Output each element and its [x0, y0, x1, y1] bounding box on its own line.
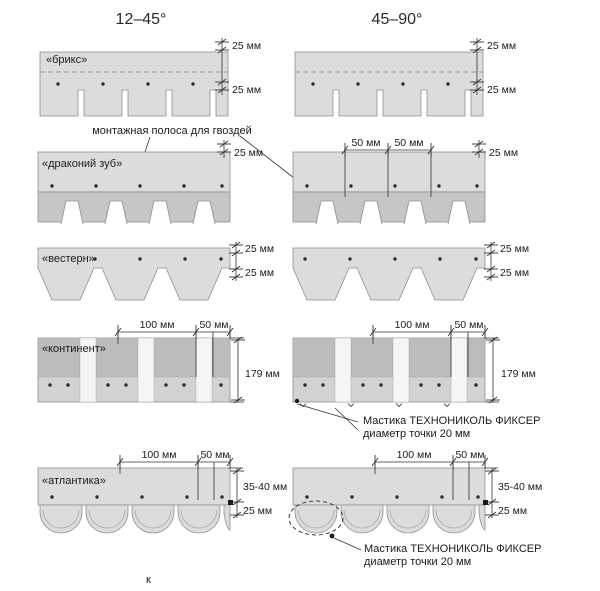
dim-label-35-40mm: 35-40 мм — [498, 481, 542, 493]
dim-label-25mm: 25 мм — [500, 267, 529, 279]
mastic-highlight-circle — [288, 500, 344, 536]
mastic-annotation-detail: диаметр точки 20 мм — [364, 556, 471, 568]
shingle-label-dragon-tooth: «драконий зуб» — [42, 158, 122, 170]
dim-label-50mm: 50 мм — [455, 449, 484, 461]
dim-label-25mm: 25 мм — [243, 505, 272, 517]
dim-label-50mm: 50 мм — [351, 137, 380, 149]
atlantika-shingle-right-strip — [292, 467, 486, 506]
row-atlantika: «атлантика» 100 мм 50 мм 35-40 мм 25 мм — [37, 449, 542, 568]
angle-header-left: 12–45° — [116, 11, 167, 28]
dimension-dragon-right: 25 мм — [471, 140, 518, 159]
dimension-atlantika-side-right: 35-40 мм 25 мм — [483, 467, 542, 519]
dimension-179mm-right: 179 мм — [485, 336, 536, 404]
nail-strip-annotation-text: монтажная полоса для гвоздей — [92, 125, 252, 137]
dim-label-50mm: 50 мм — [394, 137, 423, 149]
dim-label-25mm: 25 мм — [232, 84, 261, 96]
dimension-atlantika-top-right: 100 мм 50 мм — [371, 449, 489, 500]
dim-label-25mm: 25 мм — [245, 243, 274, 255]
mastic-annotation-title: Мастика ТЕХНОНИКОЛЬ ФИКСЕР — [363, 415, 540, 427]
dim-label-179mm: 179 мм — [245, 368, 280, 380]
briks-shingle-right — [294, 51, 484, 117]
briks-shingle-left — [39, 51, 229, 117]
row-western: «вестерн» 25 мм 25 мм 25 мм 25 мм — [37, 241, 529, 301]
atlantika-tongues-left — [39, 504, 231, 534]
dim-label-25mm: 25 мм — [500, 243, 529, 255]
atlantika-tongues-right — [294, 504, 486, 534]
dimension-western-right: 25 мм 25 мм — [483, 241, 529, 281]
dimension-179mm-left: 179 мм — [230, 336, 280, 404]
row-dragon-tooth: «драконий зуб» 25 мм 50 мм 50 мм 25 мм — [37, 137, 518, 225]
western-shingle-left — [37, 247, 231, 301]
dim-label-25mm: 25 мм — [234, 147, 263, 159]
row-continent: «континент» 100 мм 50 мм 179 мм — [37, 319, 540, 440]
western-shingle-right — [292, 247, 486, 301]
dimension-50mm-spacing: 50 мм 50 мм — [341, 137, 435, 197]
dragon-shingle-left-strip — [37, 151, 231, 193]
dim-label-25mm: 25 мм — [487, 40, 516, 52]
mastic-annotation-atlantika: Мастика ТЕХНОНИКОЛЬ ФИКСЕР диаметр точки… — [288, 500, 541, 568]
angle-header-right: 45–90° — [372, 11, 423, 28]
dimension-atlantika-side-left: 35-40 мм 25 мм — [228, 467, 287, 519]
dim-label-50mm: 50 мм — [199, 319, 228, 331]
mastic-annotation-continent: Мастика ТЕХНОНИКОЛЬ ФИКСЕР диаметр точки… — [296, 403, 540, 440]
dim-label-25mm: 25 мм — [245, 267, 274, 279]
dim-label-50mm: 50 мм — [200, 449, 229, 461]
dim-label-100mm: 100 мм — [395, 319, 430, 331]
dimension-atlantika-top-left: 100 мм 50 мм — [116, 449, 234, 500]
shingle-label-briks: «брикс» — [46, 54, 87, 66]
shingle-label-atlantika: «атлантика» — [42, 475, 106, 487]
cropped-bottom-text-fragment: к — [146, 574, 151, 586]
dimension-continent-top-left: 100 мм 50 мм — [114, 319, 234, 377]
dimension-briks-left: 25 мм 25 мм — [214, 38, 261, 96]
dim-label-25mm: 25 мм — [489, 147, 518, 159]
dim-label-100mm: 100 мм — [140, 319, 175, 331]
dim-label-179mm: 179 мм — [501, 368, 536, 380]
shingle-label-western: «вестерн» — [42, 253, 95, 265]
row-briks: «брикс» 25 мм 25 мм 25 мм 25 мм — [39, 38, 516, 117]
dim-label-50mm: 50 мм — [454, 319, 483, 331]
shingle-label-continent: «континент» — [42, 343, 106, 355]
dragon-teeth-cutouts — [315, 200, 471, 225]
dimension-western-left: 25 мм 25 мм — [228, 241, 274, 281]
dim-label-100mm: 100 мм — [142, 449, 177, 461]
mastic-annotation-detail: диаметр точки 20 мм — [363, 428, 470, 440]
dim-label-25mm: 25 мм — [232, 40, 261, 52]
mastic-dot-marks — [294, 398, 451, 408]
dim-label-100mm: 100 мм — [397, 449, 432, 461]
dim-label-25mm: 25 мм — [498, 505, 527, 517]
dimension-dragon-left: 25 мм — [216, 140, 263, 159]
dragon-shingle-right-strip — [292, 151, 486, 193]
dimension-continent-top-right: 100 мм 50 мм — [369, 319, 489, 377]
dim-label-35-40mm: 35-40 мм — [243, 481, 287, 493]
dragon-teeth-cutouts — [60, 200, 216, 225]
dim-label-25mm: 25 мм — [487, 84, 516, 96]
dimension-briks-right: 25 мм 25 мм — [469, 38, 516, 96]
mastic-annotation-title: Мастика ТЕХНОНИКОЛЬ ФИКСЕР — [364, 543, 541, 555]
